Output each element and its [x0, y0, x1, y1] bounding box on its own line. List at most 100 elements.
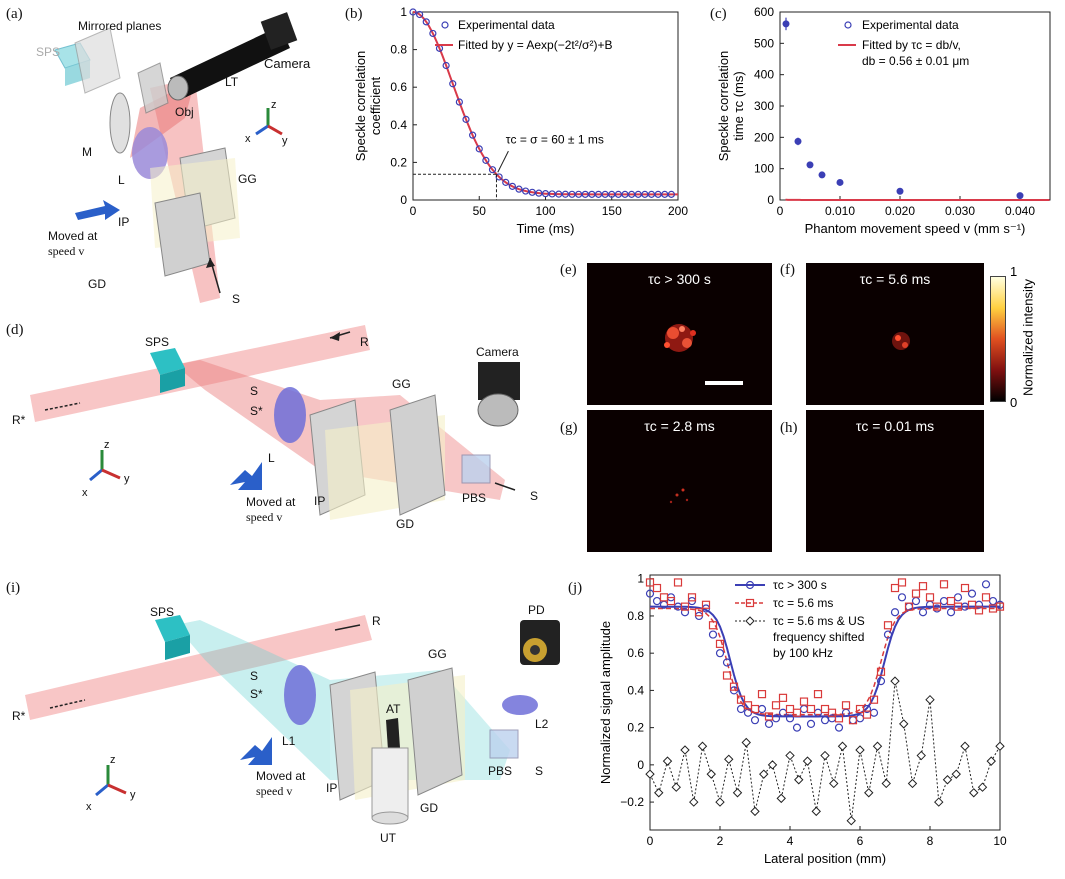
annotation-pointer: [497, 150, 509, 173]
data-point-red: [841, 701, 851, 710]
d-axis-z: z: [104, 439, 110, 451]
data-point-black: [872, 741, 883, 751]
data-point-black: [715, 797, 725, 807]
data-point-red: [897, 578, 907, 587]
y-axis-label-1: Speckle correlation: [716, 51, 731, 162]
data-point-red: [652, 583, 662, 593]
panel-label-a: (a): [6, 6, 23, 22]
data-point-blue: [981, 580, 991, 589]
data-point: [594, 190, 603, 198]
i-s2-label: S: [535, 764, 543, 778]
legend-marker-red: [745, 598, 755, 608]
legend-label-blue: τc > 300 s: [773, 578, 827, 592]
data-point-black: [654, 788, 664, 798]
data-point-red: [659, 593, 669, 602]
panel-label-c: (c): [710, 6, 727, 22]
data-point: [628, 190, 636, 198]
data-point-black: [899, 719, 909, 729]
x-tick-label: 6: [857, 834, 864, 848]
data-point-black: [907, 778, 918, 789]
data-point-black: [820, 750, 830, 761]
x-axis-label: Lateral position (mm): [764, 851, 886, 866]
d-sps-label: SPS: [145, 335, 169, 349]
data-point-red: [715, 639, 725, 648]
data-point-blue: [715, 649, 725, 658]
data-point-blue: [911, 596, 921, 606]
data-point: [449, 80, 457, 88]
panel-label-g: (g): [560, 420, 578, 436]
data-point: [429, 29, 437, 38]
data-point-red: [792, 708, 802, 717]
colorbar-max: 1: [1010, 264, 1018, 279]
data-point-black: [986, 756, 996, 766]
data-point-red: [778, 693, 788, 702]
a-l-label: L: [118, 173, 125, 187]
y-tick-label: −0.2: [620, 795, 644, 809]
data-point-red: [855, 704, 865, 714]
y-tick-label: 500: [754, 36, 774, 50]
data-point-red: [736, 695, 746, 704]
panel-label-i: (i): [6, 580, 21, 596]
data-point-black: [811, 806, 821, 817]
a-axis-x: x: [245, 133, 251, 145]
y-tick-label: 0.4: [627, 683, 644, 697]
data-point: [634, 190, 642, 198]
data-point-red: [694, 608, 704, 617]
i-pbs-label: PBS: [488, 764, 512, 778]
legend-label-fit: Fitted by τc = db/v,: [862, 38, 961, 52]
data-point-red: [848, 716, 858, 725]
d-rstar-label: R*: [12, 413, 26, 427]
data-point: [836, 178, 844, 186]
legend-marker-data: [441, 21, 449, 29]
a-sps-label: SPS: [36, 45, 60, 59]
data-point-red: [757, 690, 767, 699]
data-point-red: [764, 712, 774, 721]
data-point-black: [846, 815, 856, 826]
data-point-black: [706, 769, 716, 779]
y-tick-label: 300: [754, 99, 774, 113]
a-lt-label: LT: [225, 75, 239, 89]
data-point: [522, 187, 530, 195]
y-axis-label: Normalized signal amplitude: [598, 621, 613, 784]
data-point-red: [925, 593, 935, 602]
speckle-blob-e: [664, 324, 696, 352]
data-point-black: [881, 778, 891, 789]
data-point-blue: [848, 716, 858, 725]
data-point-red: [883, 621, 893, 630]
legend-label-black-2: frequency shifted: [773, 630, 864, 644]
data-point-red: [890, 583, 900, 593]
data-point: [601, 190, 609, 198]
data-point-black: [934, 797, 944, 807]
x-tick-label: 2: [717, 834, 724, 848]
data-point-blue: [939, 596, 949, 606]
d-sstar-label: S*: [250, 404, 263, 418]
i-at-label: AT: [386, 702, 401, 716]
data-point: [896, 187, 904, 195]
legend-label-db: db = 0.56 ± 0.01 μm: [862, 54, 969, 68]
data-point-black: [724, 754, 734, 764]
d-axis-y: y: [124, 473, 130, 485]
data-point-black: [697, 741, 708, 751]
data-point-red: [827, 708, 837, 717]
data-point-red: [785, 704, 795, 714]
data-point-blue: [645, 589, 655, 598]
data-point-black: [741, 737, 751, 748]
data-point-red: [911, 589, 921, 598]
data-point: [515, 185, 523, 193]
x-tick-label: 0: [777, 204, 784, 218]
data-point-red: [939, 580, 949, 589]
a-moved-label: Moved at: [48, 229, 98, 243]
data-point-red: [834, 714, 844, 723]
d-l-label: L: [268, 451, 275, 465]
d-s2-label: S: [530, 489, 538, 503]
data-point-red: [967, 600, 977, 609]
i-axis-z: z: [110, 754, 116, 766]
a-gd-label: GD: [88, 277, 106, 291]
data-point-black: [837, 741, 848, 751]
i-gd-label: GD: [420, 801, 438, 815]
data-point-black: [864, 788, 874, 798]
scale-bar: [705, 381, 743, 385]
data-point-red: [932, 602, 942, 611]
data-point-red: [771, 701, 781, 710]
